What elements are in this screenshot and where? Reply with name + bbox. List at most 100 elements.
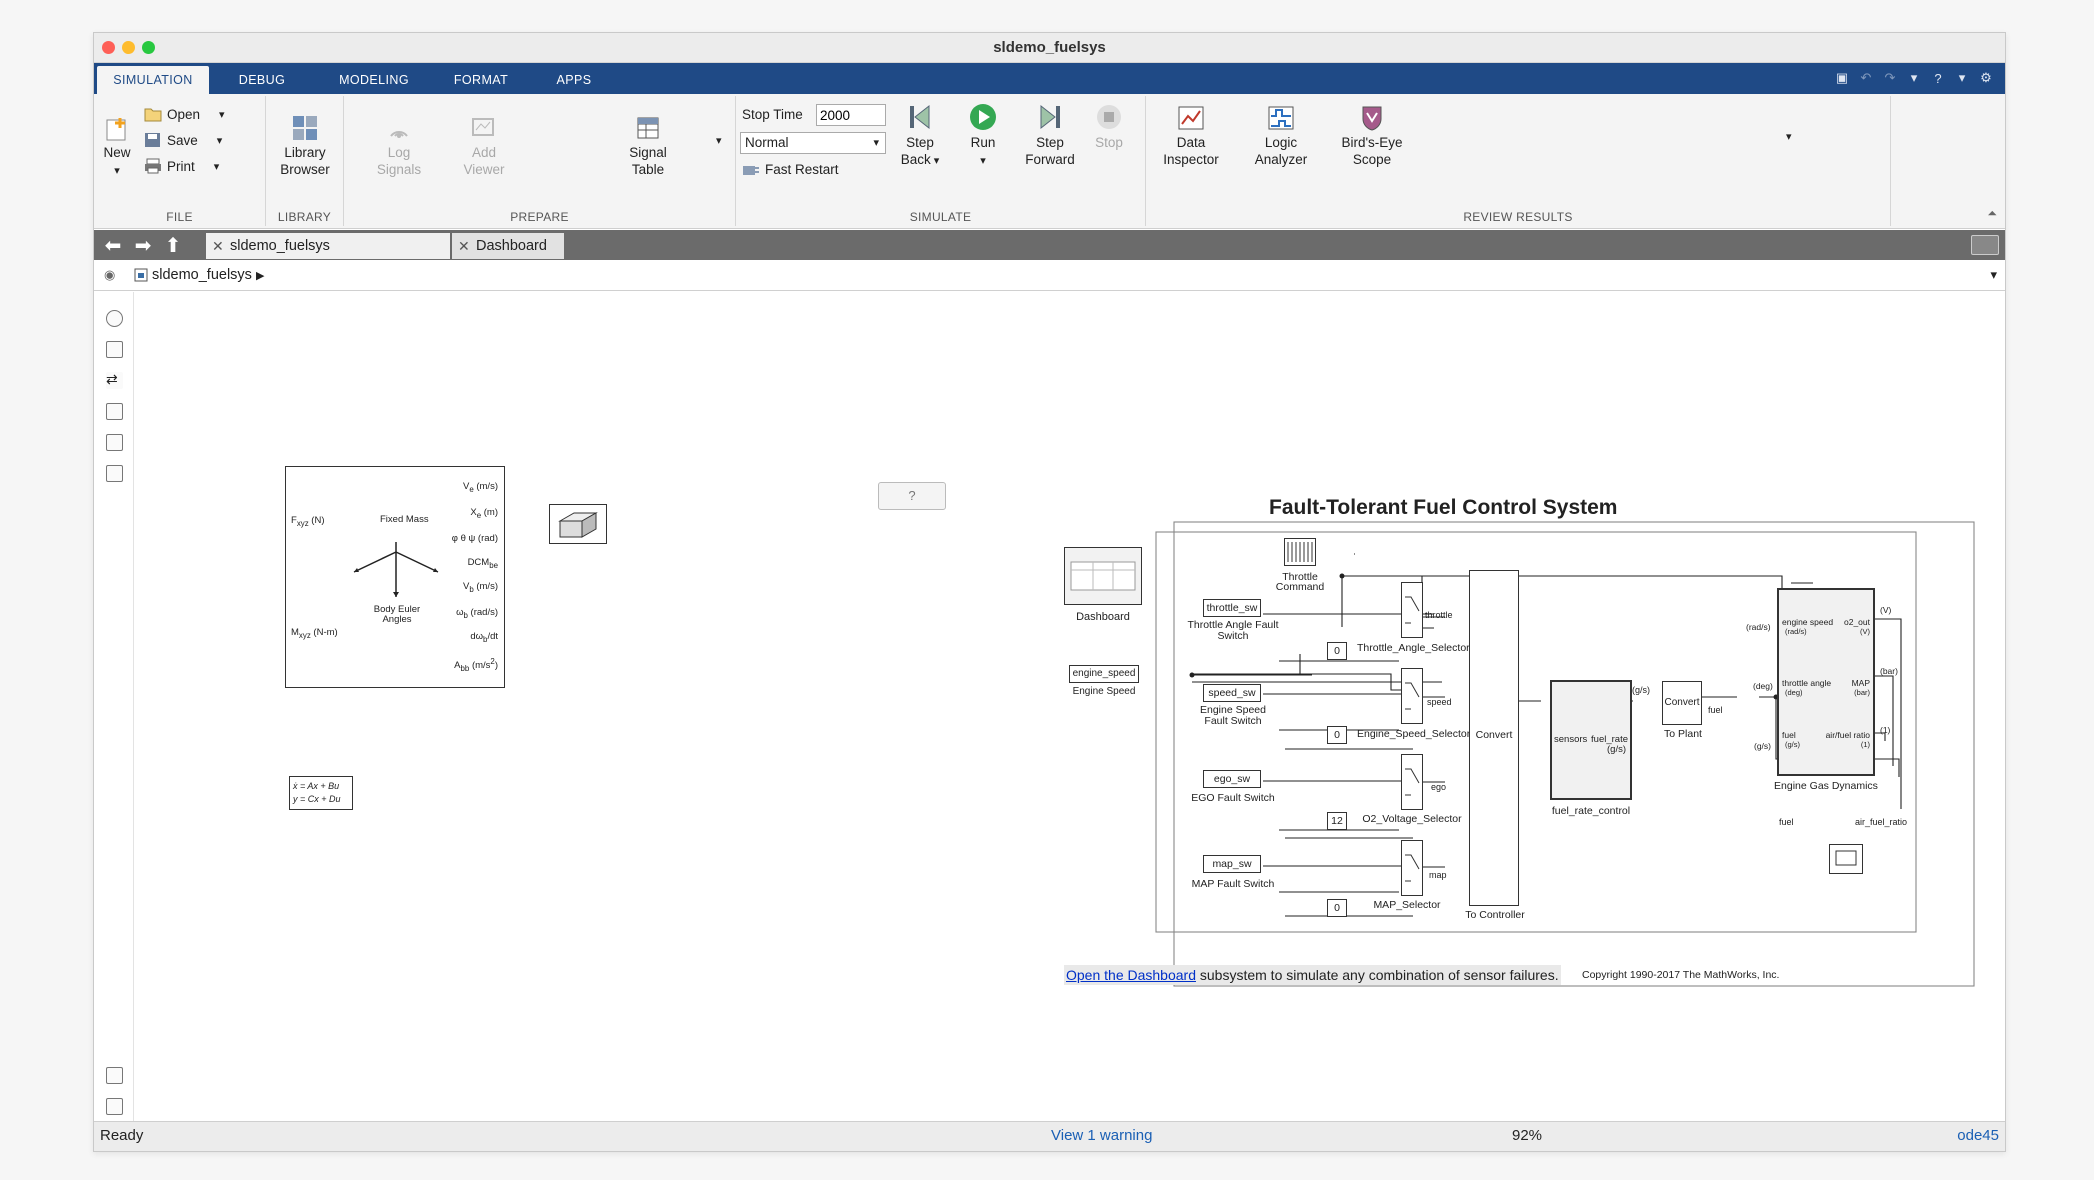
dashboard-subsystem[interactable]: [1064, 547, 1142, 605]
step-forward-button[interactable]: Step Forward: [1020, 102, 1080, 168]
camera-icon[interactable]: [106, 1067, 123, 1084]
up-arrow-icon[interactable]: ⬆: [164, 234, 182, 257]
new-button[interactable]: New▾: [100, 116, 134, 180]
minimize-window-button[interactable]: [122, 41, 135, 54]
collapse-ribbon-icon[interactable]: ⏶: [1987, 206, 1997, 220]
breadcrumb[interactable]: sldemo_fuelsys ▶: [134, 267, 264, 283]
chevron-down-icon[interactable]: ▾: [213, 160, 220, 173]
constant-block[interactable]: 0: [1327, 899, 1347, 917]
canvas-palette: ⇄ »: [94, 292, 134, 1151]
library-group: Library Browser LIBRARY: [266, 96, 344, 226]
tab-modeling[interactable]: MODELING: [339, 73, 409, 87]
open-dashboard-link[interactable]: Open the Dashboard: [1066, 967, 1196, 983]
engine-speed-selector[interactable]: [1401, 668, 1423, 724]
image-icon[interactable]: [106, 434, 123, 451]
redo-icon[interactable]: ↷: [1884, 70, 1896, 85]
model-canvas[interactable]: Fxyz (N) Mxyz (N-m) Fixed Mass Body Eule…: [135, 292, 2005, 1151]
undo-icon[interactable]: ↶: [1860, 70, 1872, 85]
forward-arrow-icon[interactable]: ➡: [134, 234, 152, 257]
tab-simulation[interactable]: SIMULATION: [97, 66, 209, 94]
ego-fault-switch[interactable]: ego_sw: [1203, 770, 1261, 788]
property-inspector-icon[interactable]: [106, 1098, 123, 1115]
birds-eye-scope-label: Bird's-Eye Scope: [1341, 135, 1403, 167]
save-button[interactable]: Save▾: [144, 132, 222, 148]
doc-tab-dashboard[interactable]: ✕Dashboard: [452, 233, 564, 259]
open-button[interactable]: Open▾: [144, 106, 225, 122]
hide-explorer-icon[interactable]: ◉: [104, 267, 116, 282]
tab-format[interactable]: FORMAT: [453, 73, 509, 87]
save-icon[interactable]: ▣: [1835, 70, 1849, 85]
print-button[interactable]: Print▾: [144, 158, 219, 174]
view-warnings-link[interactable]: View 1 warning: [1051, 1127, 1153, 1144]
fast-restart-toggle[interactable]: Fast Restart: [742, 162, 839, 177]
tab-debug[interactable]: DEBUG: [238, 73, 286, 87]
chevron-down-icon[interactable]: ▾: [1990, 267, 1997, 282]
prepare-gallery-dropdown-icon[interactable]: ▾: [716, 135, 722, 147]
folder-icon: [144, 108, 162, 122]
fuel-rate-control-subsystem[interactable]: sensors fuel_rate (g/s): [1550, 680, 1632, 800]
signal-table-button[interactable]: Signal Table: [614, 114, 682, 178]
help-hint-box[interactable]: ?: [878, 482, 946, 510]
constant-block[interactable]: 0: [1327, 726, 1347, 744]
solver-link[interactable]: ode45: [1957, 1127, 1999, 1144]
chevron-down-icon[interactable]: ▾: [219, 108, 225, 121]
constant-block[interactable]: 0: [1327, 642, 1347, 660]
to-plant-convert-block[interactable]: Convert: [1662, 681, 1702, 725]
run-button[interactable]: Run▾: [958, 102, 1008, 170]
zoom-window-button[interactable]: [142, 41, 155, 54]
throttle-fault-switch[interactable]: throttle_sw: [1203, 599, 1261, 617]
fit-to-view-icon[interactable]: [106, 341, 123, 358]
step-back-button[interactable]: Step Back ▾: [896, 102, 944, 170]
engine-gas-dynamics-subsystem[interactable]: engine speed (rad/s) throttle angle (deg…: [1777, 588, 1875, 776]
selector-output-label: throttle: [1425, 610, 1453, 620]
print-preview-icon[interactable]: ▾: [1910, 70, 1918, 85]
vr-sink-block[interactable]: [549, 504, 607, 544]
tab-apps[interactable]: APPS: [556, 73, 592, 87]
close-icon[interactable]: ✕: [212, 238, 224, 254]
to-plant-label: To Plant: [1664, 728, 1702, 740]
keyboard-icon[interactable]: [1971, 235, 1999, 255]
area-icon[interactable]: [106, 465, 123, 482]
throttle-command-block[interactable]: [1284, 538, 1316, 566]
stop-button[interactable]: Stop: [1088, 102, 1130, 151]
simulate-group: Stop Time Normal ▾ Fast Restart Step Bac…: [736, 96, 1146, 226]
six-dof-block[interactable]: Fxyz (N) Mxyz (N-m) Fixed Mass Body Eule…: [285, 466, 505, 688]
stop-time-input[interactable]: [816, 104, 886, 126]
log-signals-button[interactable]: Log Signals: [364, 114, 434, 178]
simulation-mode-select[interactable]: Normal ▾: [740, 132, 886, 154]
help-dropdown-icon[interactable]: ▾: [1958, 70, 1966, 85]
scope-block[interactable]: [1829, 844, 1863, 874]
map-selector[interactable]: [1401, 840, 1423, 896]
map-fault-switch[interactable]: map_sw: [1203, 855, 1261, 873]
zoom-icon[interactable]: [106, 310, 123, 327]
annotation-icon[interactable]: [106, 403, 123, 420]
engine-speed-inport[interactable]: engine_speed: [1069, 665, 1139, 683]
prepare-group-label: PREPARE: [510, 210, 569, 224]
back-arrow-icon[interactable]: ⬅: [104, 234, 122, 257]
doc-tab-sldemo-fuelsys[interactable]: ✕sldemo_fuelsys: [206, 233, 450, 259]
speed-fault-switch[interactable]: speed_sw: [1203, 684, 1261, 702]
add-viewer-button[interactable]: Add Viewer: [454, 114, 514, 178]
chevron-down-icon[interactable]: ▾: [930, 155, 940, 167]
chevron-down-icon[interactable]: ▾: [216, 134, 223, 147]
settings-icon[interactable]: ⚙: [1980, 70, 1992, 85]
convert-block[interactable]: Convert: [1469, 570, 1519, 906]
selector-label: Engine_Speed_Selector: [1357, 728, 1471, 740]
logic-analyzer-button[interactable]: Logic Analyzer: [1244, 104, 1318, 168]
help-icon[interactable]: ?: [1934, 70, 1942, 86]
data-inspector-button[interactable]: Data Inspector: [1156, 104, 1226, 168]
run-icon: [970, 104, 996, 130]
state-space-block[interactable]: ẋ = Ax + Bu y = Cx + Du: [289, 776, 353, 810]
ribbon-more-dropdown-icon[interactable]: ▾: [1786, 131, 1792, 143]
close-window-button[interactable]: [102, 41, 115, 54]
constant-block[interactable]: 12: [1327, 812, 1347, 830]
switch-icon: [1405, 682, 1420, 710]
chevron-down-icon[interactable]: ▾: [980, 155, 986, 167]
arrange-icon[interactable]: ⇄: [106, 372, 123, 389]
library-browser-button[interactable]: Library Browser: [270, 114, 340, 178]
throttle-angle-selector[interactable]: [1401, 582, 1423, 638]
birds-eye-scope-button[interactable]: Bird's-Eye Scope: [1332, 104, 1412, 168]
close-icon[interactable]: ✕: [458, 238, 470, 254]
library-group-label: LIBRARY: [277, 210, 332, 224]
o2-voltage-selector[interactable]: [1401, 754, 1423, 810]
